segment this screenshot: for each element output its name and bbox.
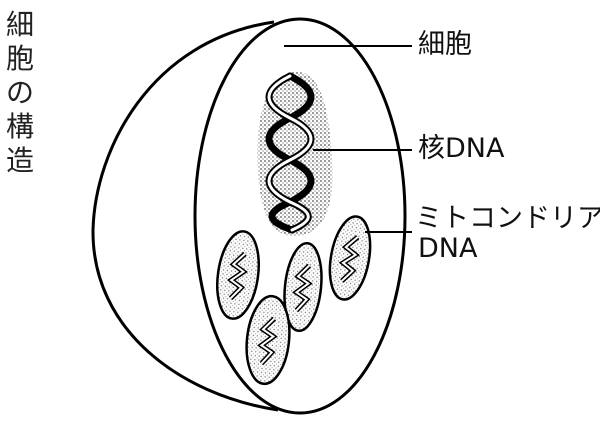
- mitochondrion-3: [328, 215, 372, 301]
- nuclear-dna-label: 核DNA: [418, 133, 505, 164]
- title-char-2: 胞: [5, 42, 34, 75]
- mitochondrion-1: [216, 230, 260, 320]
- title-char-5: 造: [5, 144, 34, 177]
- mitochondrion-2: [283, 241, 323, 333]
- nuclear-dna-helix: [265, 72, 315, 234]
- mitochondrion-4: [245, 294, 291, 386]
- mito-dna-label-line2: DNA: [418, 233, 478, 264]
- cell-label: 細胞: [418, 29, 472, 60]
- diagram-title: 細 胞 の 構 造: [0, 8, 40, 178]
- mito-dna-label-line1: ミトコンドリア: [415, 203, 600, 234]
- title-char-4: 構: [5, 110, 34, 143]
- title-char-3: の: [5, 76, 34, 109]
- title-char-1: 細: [5, 8, 34, 41]
